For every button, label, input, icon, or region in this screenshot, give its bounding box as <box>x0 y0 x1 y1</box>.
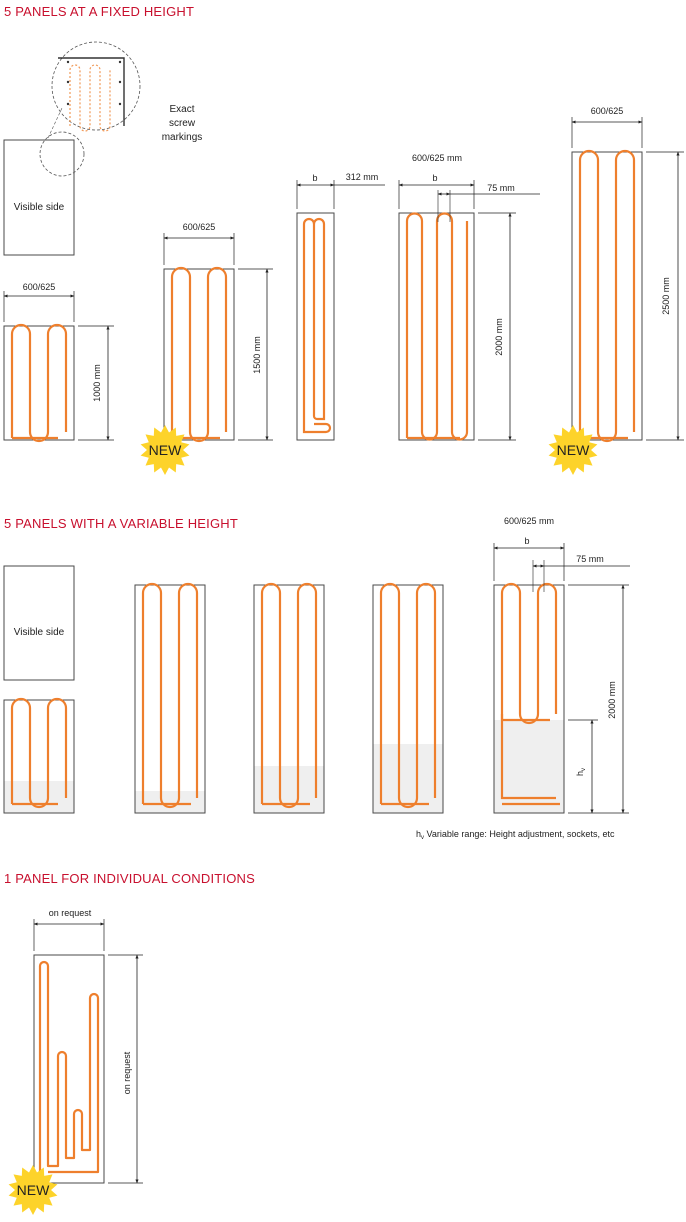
individual-height-label: on request <box>122 1051 132 1094</box>
variable-panel-4-loop <box>379 582 437 809</box>
visible-side-panel <box>3 139 75 256</box>
screw-mark-0 <box>66 60 70 64</box>
panel-2500-width-label: 600/625 <box>591 106 624 116</box>
variable-panel-5-feed <box>500 714 556 800</box>
individual-width-label: on request <box>49 908 92 918</box>
variable-panel-1-zone <box>4 781 74 813</box>
panel-1000-height-label: 1000 mm <box>92 364 102 402</box>
variable-panel-4 <box>372 584 444 814</box>
zoom-source-circle <box>39 131 85 177</box>
new-badge-panel-1500-label: NEW <box>149 442 182 458</box>
variable-panel-5-loop <box>500 582 558 725</box>
variable-panel-3 <box>253 584 325 814</box>
variable-2000-gap-label: 75 mm <box>576 554 604 564</box>
variable-hv-label: hv <box>575 768 587 776</box>
screw-mark-1 <box>66 80 70 84</box>
panel-2000-b-label: b <box>432 173 437 183</box>
screw-note-line-2: screw <box>169 118 196 129</box>
new-badge-panel-2500-label: NEW <box>557 442 590 458</box>
zoom-dashed-loop <box>69 64 111 132</box>
screw-mark-3 <box>118 60 122 64</box>
panel-2000-top-label: 600/625 mm <box>412 153 462 163</box>
screw-mark-5 <box>118 102 122 106</box>
panel-1000-loop <box>10 323 68 443</box>
variable-panel-5 <box>493 584 565 814</box>
visible-side-label-variable: Visible side <box>14 627 65 638</box>
variable-panel-2-loop <box>141 582 199 809</box>
new-badge-individual-label: NEW <box>17 1182 50 1198</box>
individual-panel <box>33 954 105 1184</box>
panel-1500-height-label: 1500 mm <box>252 336 262 374</box>
panel-2500-height-label: 2500 mm <box>661 277 671 315</box>
visible-side-panel-variable <box>3 565 75 681</box>
panel-1000-width-label: 600/625 <box>23 282 56 292</box>
new-badge-individual <box>8 1165 58 1215</box>
panel-1500-width-label: 600/625 <box>183 222 216 232</box>
variable-range-note: hv Variable range: Height adjustment, so… <box>416 829 615 841</box>
variable-panel-4-zone <box>373 744 443 813</box>
panel-1500 <box>163 268 235 441</box>
zoom-connector <box>47 107 63 139</box>
panel-312-return <box>302 422 332 434</box>
variable-panel-3-zone <box>254 766 324 813</box>
new-badge-panel-2500 <box>548 425 598 475</box>
zoom-panel-corner <box>58 57 125 126</box>
panel-312-width-label: 312 mm <box>346 172 379 182</box>
variable-panel-1-loop <box>10 697 68 809</box>
panel-2000-height-label: 2000 mm <box>494 318 504 356</box>
screw-mark-2 <box>66 102 70 106</box>
variable-2000-height-label: 2000 mm <box>607 681 617 719</box>
screw-note-line-3: markings <box>162 132 203 143</box>
variable-panel-2-zone <box>135 791 205 813</box>
section-title-variable-height: 5 PANELS WITH A VARIABLE HEIGHT <box>4 516 239 531</box>
panel-2500 <box>571 151 643 441</box>
variable-panel-1 <box>3 699 75 814</box>
visible-side-label: Visible side <box>14 202 65 213</box>
panel-2500-loop <box>578 149 636 443</box>
panel-1500-loop <box>170 266 228 443</box>
variable-2000-b-label: b <box>524 536 529 546</box>
variable-panel-2 <box>134 584 206 814</box>
screw-note-line-1: Exact <box>169 104 194 115</box>
panel-312 <box>296 212 335 441</box>
panel-2000 <box>398 212 475 441</box>
section-title-individual: 1 PANEL FOR INDIVIDUAL CONDITIONS <box>4 871 255 886</box>
panel-312-loop <box>302 217 326 426</box>
screw-mark-4 <box>118 80 122 84</box>
panel-2000-loop <box>405 212 469 441</box>
section-title-fixed-height: 5 PANELS AT A FIXED HEIGHT <box>4 4 195 19</box>
individual-panel-loop <box>38 960 100 1175</box>
variable-2000-top-label: 600/625 mm <box>504 516 554 526</box>
new-badge-panel-1500 <box>140 425 190 475</box>
panel-312-b-label: b <box>312 173 317 183</box>
panel-2000-gap-label: 75 mm <box>487 183 515 193</box>
panel-1000 <box>3 325 75 441</box>
variable-panel-3-loop <box>260 582 318 809</box>
svg-text:hv: hv <box>575 768 587 776</box>
zoom-detail-circle <box>51 41 141 131</box>
